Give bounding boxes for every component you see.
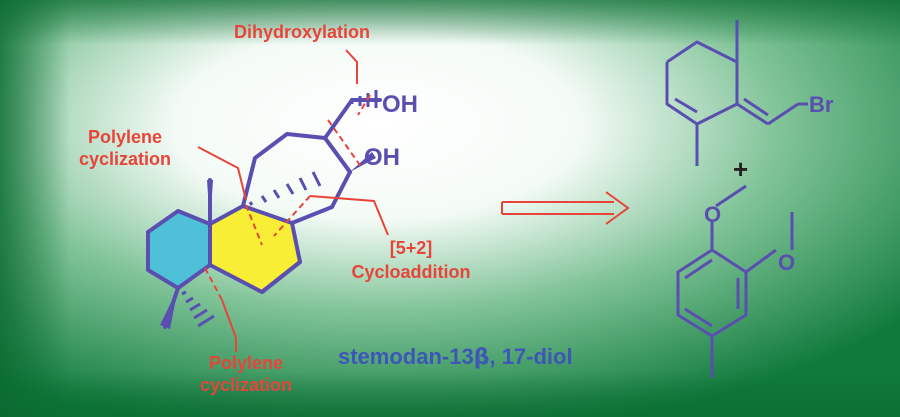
hash-c4-4 xyxy=(193,308,208,320)
hash-c9-2 xyxy=(260,195,268,203)
disconnection-markers xyxy=(197,49,389,352)
bridge-bond-6 xyxy=(323,136,352,174)
cyclohexene-ring xyxy=(665,40,739,126)
product-name-suffix: , 17-diol xyxy=(489,344,573,369)
hash-c4-1 xyxy=(181,290,187,296)
ring-b-bonds xyxy=(208,204,302,294)
ring-a-blue-fill xyxy=(148,211,210,288)
hash-c4-2 xyxy=(185,296,194,304)
ring-b-yellow-fill xyxy=(210,206,300,292)
cycloaddition-cut xyxy=(273,195,311,237)
dihydroxylation-leader xyxy=(345,49,358,84)
label-polylene-bottom-line1: Polylene xyxy=(208,353,284,373)
oh-group-upper: OH xyxy=(382,91,418,118)
label-polylene-cyclization-bottom: Polylene cyclization xyxy=(186,352,306,396)
benzene-ring xyxy=(676,248,748,338)
polylene-bottom-leader xyxy=(221,299,237,352)
allyl-bromide-fragment xyxy=(665,20,808,166)
dimethoxytoluene-fragment xyxy=(676,184,794,378)
bromine-label: Br xyxy=(809,92,834,117)
bridge-bond-1 xyxy=(290,205,334,225)
product-name: stemodan-13β, 17-diol xyxy=(338,344,573,370)
label-cycloaddition-line2: Cycloaddition xyxy=(351,262,471,282)
allyl-bond-1 xyxy=(736,102,769,126)
product-name-beta: β xyxy=(473,345,490,370)
methoxy-o-right: O xyxy=(778,250,795,275)
label-polylene-top-line2: cyclization xyxy=(78,149,172,169)
hashed-bonds xyxy=(181,90,378,328)
methoxy-bond-2 xyxy=(745,248,777,274)
cyclohexene-double-bond xyxy=(674,97,698,114)
label-polylene-cyclization-top: Polylene cyclization xyxy=(70,126,180,170)
polylene-top-cut xyxy=(245,204,263,246)
wedge-bond-c4 xyxy=(160,288,178,329)
hash-c9-5 xyxy=(298,177,308,191)
cycloheptane-bridge xyxy=(241,132,327,208)
oh-group-lower: OH xyxy=(364,144,400,171)
bridge-bond-2 xyxy=(330,170,352,209)
polylene-top-leader xyxy=(197,146,247,201)
methoxy-o-top: O xyxy=(704,202,721,227)
hash-c4-5 xyxy=(197,314,215,328)
arene-double-1 xyxy=(684,307,713,328)
label-cycloaddition-line1: [5+2] xyxy=(389,238,433,258)
methoxy-methyl-1 xyxy=(715,184,747,208)
hash-c9-4 xyxy=(285,183,295,195)
hash-c4-3 xyxy=(189,302,201,312)
plus-sign: + xyxy=(733,154,748,184)
hash-c9-3 xyxy=(272,189,281,199)
hash-c9-6 xyxy=(311,171,322,187)
wedge-bond-oh xyxy=(350,152,376,172)
product-name-prefix: stemodan-13 xyxy=(338,344,474,369)
allyl-double-bond xyxy=(743,97,769,117)
dihydroxylation-cut xyxy=(357,94,371,116)
cycloaddition-leader xyxy=(309,195,389,236)
label-cycloaddition: [5+2] Cycloaddition xyxy=(338,236,484,284)
arene-double-3 xyxy=(684,258,713,280)
bridge-bond-4 xyxy=(323,98,354,140)
polylene-bottom-cut xyxy=(204,267,223,301)
label-polylene-top-line1: Polylene xyxy=(87,127,163,147)
label-dihydroxylation: Dihydroxylation xyxy=(234,22,371,42)
hash-c9-1 xyxy=(248,201,254,206)
retrosynthesis-arrow xyxy=(501,191,630,225)
label-polylene-bottom-line2: cyclization xyxy=(199,375,293,395)
wedge-bond-c10 xyxy=(207,180,213,224)
back-bridge-bond xyxy=(260,260,302,294)
allyl-bond-2 xyxy=(767,102,799,126)
